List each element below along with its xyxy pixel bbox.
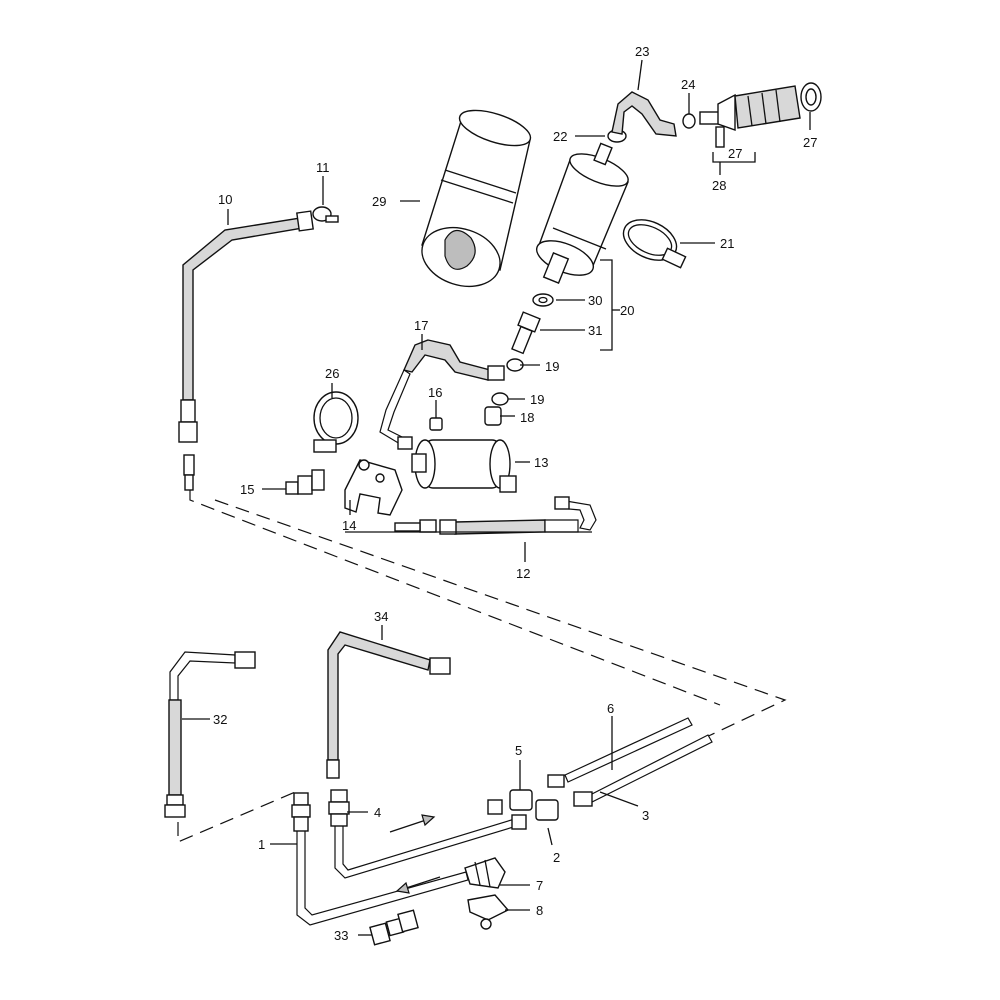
callout-31: 31 bbox=[588, 323, 602, 338]
part-15-fitting bbox=[285, 469, 325, 495]
callout-5: 5 bbox=[515, 743, 522, 758]
callout-12: 12 bbox=[516, 566, 530, 581]
part-4-tube bbox=[328, 789, 521, 879]
callout-14: 14 bbox=[342, 518, 356, 533]
callout-1: 1 bbox=[258, 837, 265, 852]
callout-26: 26 bbox=[325, 366, 339, 381]
callout-4: 4 bbox=[374, 805, 381, 820]
callout-33: 33 bbox=[334, 928, 348, 943]
callout-21: 21 bbox=[720, 236, 734, 251]
callout-8: 8 bbox=[536, 903, 543, 918]
callout-27b: 27 bbox=[728, 146, 742, 161]
part-19-seal-lower bbox=[491, 392, 509, 406]
callout-10: 10 bbox=[218, 192, 232, 207]
part-20-fuel-pump bbox=[535, 142, 629, 284]
part-5-coupling bbox=[487, 789, 533, 815]
callout-15: 15 bbox=[240, 482, 254, 497]
callout-34: 34 bbox=[374, 609, 388, 624]
part-14-bracket bbox=[344, 459, 403, 516]
callout-27a: 27 bbox=[803, 135, 817, 150]
callout-30: 30 bbox=[588, 293, 602, 308]
flow-arrows bbox=[389, 814, 441, 894]
callout-16: 16 bbox=[428, 385, 442, 400]
part-30-seal bbox=[532, 293, 554, 307]
callout-32: 32 bbox=[213, 712, 227, 727]
part-2-coupling bbox=[511, 799, 559, 830]
callout-3: 3 bbox=[642, 808, 649, 823]
callout-6: 6 bbox=[607, 701, 614, 716]
part-13-fuel-filter bbox=[411, 439, 517, 493]
part-3-tube bbox=[573, 734, 713, 807]
part-7-clip bbox=[464, 857, 506, 889]
part-26-clamp bbox=[313, 391, 359, 453]
callout-28: 28 bbox=[712, 178, 726, 193]
callout-20: 20 bbox=[620, 303, 634, 318]
part-12-hose bbox=[394, 496, 597, 535]
part-6-tube bbox=[547, 717, 693, 788]
part-29-canister bbox=[421, 109, 532, 288]
callout-17: 17 bbox=[414, 318, 428, 333]
part-24-clamp bbox=[682, 113, 696, 129]
callout-23: 23 bbox=[635, 44, 649, 59]
leader-lines bbox=[182, 59, 811, 936]
part-11-clamp bbox=[312, 206, 339, 223]
part-27-seal-ring bbox=[800, 82, 822, 112]
callout-7: 7 bbox=[536, 878, 543, 893]
part-31-fitting bbox=[511, 311, 541, 355]
callout-24: 24 bbox=[681, 77, 695, 92]
part-17-hose bbox=[379, 339, 505, 450]
callout-18: 18 bbox=[520, 410, 534, 425]
callout-13: 13 bbox=[534, 455, 548, 470]
part-23-hose bbox=[611, 91, 677, 137]
part-28-strainer bbox=[699, 85, 801, 148]
part-18-nut bbox=[484, 406, 502, 426]
callout-19a: 19 bbox=[545, 359, 559, 374]
connection-dashed-lines bbox=[177, 490, 787, 843]
part-10-hose bbox=[178, 210, 314, 491]
part-8-clip bbox=[467, 894, 510, 930]
part-32-pipe bbox=[164, 651, 256, 818]
callout-19b: 19 bbox=[530, 392, 544, 407]
part-33-union bbox=[369, 909, 419, 946]
part-16-nut bbox=[429, 417, 443, 431]
callout-29: 29 bbox=[372, 194, 386, 209]
callout-11: 11 bbox=[316, 160, 330, 175]
callout-labels: 1 2 3 4 5 6 7 8 10 11 12 13 14 15 16 17 … bbox=[213, 44, 817, 943]
callout-22: 22 bbox=[553, 129, 567, 144]
part-34-hose bbox=[326, 631, 451, 779]
callout-2: 2 bbox=[553, 850, 560, 865]
part-21-clamp bbox=[622, 219, 687, 269]
